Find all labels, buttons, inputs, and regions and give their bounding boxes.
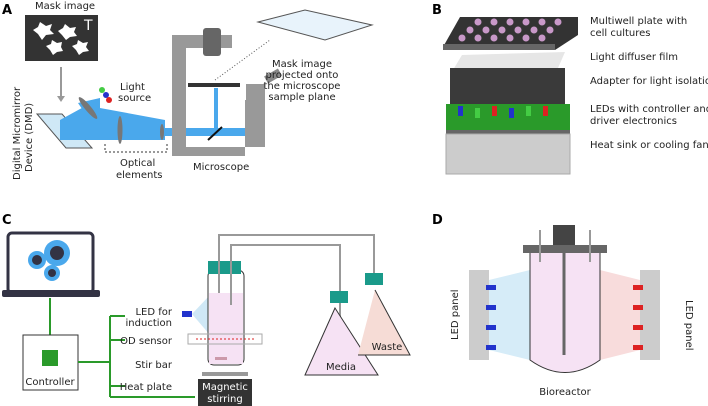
- waste-label: Waste: [372, 342, 403, 353]
- lens-1: [78, 97, 98, 119]
- od-sensor-label: OD sensor: [120, 336, 173, 347]
- b-label-2: Light diffuser film: [590, 52, 678, 63]
- panel-a: A Mask image T Light source Digital Micr…: [2, 1, 374, 181]
- stir-bar-label: Stir bar: [135, 360, 173, 371]
- bioreactor-motor: [553, 225, 575, 245]
- mask-cells: [33, 22, 89, 55]
- optical-bracket: [104, 144, 168, 153]
- led-label-1: LED for: [135, 307, 172, 318]
- led-panel-right: [640, 270, 660, 360]
- b-label-6: Heat sink or cooling fan: [590, 140, 708, 151]
- panel-c: C Controller LED for induction OD sensor…: [2, 213, 411, 406]
- chip-icon: [42, 350, 58, 366]
- b-label-0: Multiwell plate with: [590, 16, 687, 27]
- lens-3: [160, 124, 164, 140]
- panel-d: D LED panel LED panel Bioreactor: [432, 213, 694, 398]
- od-sensor: [187, 333, 263, 345]
- control-wires: [78, 315, 195, 398]
- light-source-label-1: Light: [120, 82, 145, 93]
- eyepiece: [264, 68, 282, 84]
- b-label-3: Adapter for light isolation: [590, 76, 708, 87]
- mirror: [207, 126, 223, 141]
- waste-flask: [358, 289, 411, 356]
- heat-sink: [445, 133, 571, 175]
- led-panel-right-label: LED panel: [683, 300, 694, 351]
- dmd-label-2: Device (DMD): [24, 103, 35, 172]
- panel-c-letter: C: [2, 213, 12, 228]
- media-flask: [304, 306, 379, 376]
- microscope-stage: [188, 83, 240, 87]
- sample-plane: [256, 9, 374, 41]
- led-induction-icon: [182, 311, 192, 317]
- bioreactor-lid: [523, 245, 607, 253]
- bioreactor-label: Bioreactor: [539, 387, 591, 398]
- mask-image: [25, 15, 98, 61]
- wells: }: [458, 18, 562, 42]
- panel-b-letter: B: [432, 3, 442, 18]
- projected-label-1: Mask image: [272, 59, 332, 70]
- mask-image-label: Mask image: [35, 1, 95, 12]
- led-blue-icon: [103, 92, 109, 98]
- b-label-5: driver electronics: [590, 116, 677, 127]
- lens-2: [117, 116, 123, 144]
- heat-plate-label: Heat plate: [120, 382, 172, 393]
- led-label-2: induction: [126, 318, 172, 329]
- controller-label: Controller: [25, 377, 75, 388]
- led-green-icon: [99, 87, 105, 93]
- led-panel-left-label: LED panel: [450, 289, 461, 340]
- leds: [458, 106, 548, 118]
- vessel-cap: [208, 261, 241, 274]
- microscope-camera: [203, 28, 221, 56]
- adapter: [450, 68, 565, 104]
- light-source-label-2: source: [118, 93, 151, 104]
- dmd-label-1: Digital Micromirror: [12, 86, 23, 180]
- projected-label-4: sample plane: [268, 92, 335, 103]
- panel-d-letter: D: [432, 213, 443, 228]
- led-board: [446, 104, 570, 130]
- magnetic-label-1: Magnetic: [202, 382, 248, 393]
- optical-label-1: Optical: [120, 158, 155, 169]
- media-label: Media: [326, 362, 356, 373]
- mask-letter: T: [83, 18, 93, 34]
- heat-plate: [202, 372, 248, 376]
- magnetic-label-2: stirring: [207, 394, 242, 405]
- b-label-4: LEDs with controller and: [590, 104, 708, 115]
- b-label-1: cell cultures: [590, 28, 651, 39]
- panel-a-letter: A: [2, 3, 12, 18]
- projected-label-3: the microscope: [264, 81, 341, 92]
- laptop-base: [2, 290, 100, 297]
- light-beam: [60, 98, 165, 140]
- microscope-body: [172, 35, 265, 156]
- led-panel-left: [469, 270, 489, 360]
- projected-label-2: projected onto: [266, 70, 339, 81]
- microscope-label: Microscope: [193, 162, 249, 173]
- led-red-icon: [106, 97, 112, 103]
- magnetic-stirrer: [198, 379, 252, 406]
- optical-label-2: elements: [116, 170, 162, 181]
- panel-b: B } Multiwell plate with cell cultures L…: [432, 3, 708, 175]
